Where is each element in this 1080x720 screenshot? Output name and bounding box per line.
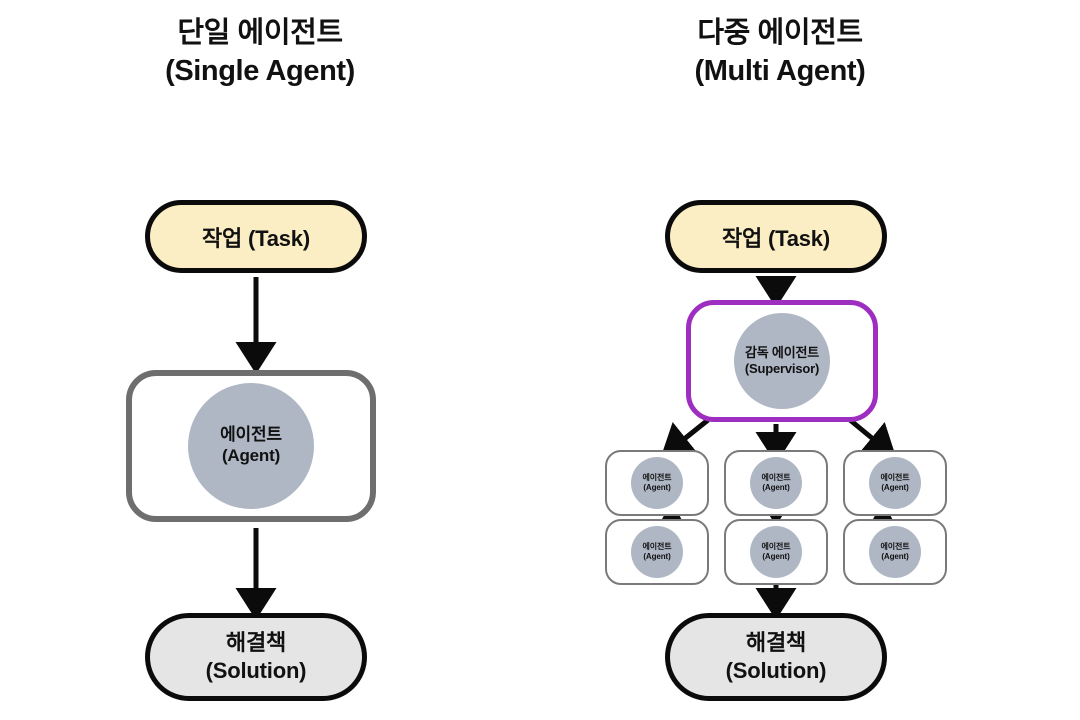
right-column-title: 다중 에이전트 (Multi Agent) bbox=[694, 17, 866, 88]
left-solution-node[interactable]: 해결책 (Solution) bbox=[145, 613, 367, 701]
worker-circle-r2c2[interactable]: 에이전트 (Agent) bbox=[750, 526, 802, 578]
left-column-title: 단일 에이전트 (Single Agent) bbox=[165, 17, 355, 88]
worker-agent-r2c2[interactable]: 에이전트 (Agent) bbox=[724, 519, 828, 585]
worker-circle-r1c1[interactable]: 에이전트 (Agent) bbox=[631, 457, 683, 509]
worker-circle-r1c3[interactable]: 에이전트 (Agent) bbox=[869, 457, 921, 509]
worker-circle-r1c2[interactable]: 에이전트 (Agent) bbox=[750, 457, 802, 509]
right-task-node[interactable]: 작업 (Task) bbox=[665, 200, 887, 273]
worker-label-en: (Agent) bbox=[881, 552, 909, 561]
worker-agent-r1c3[interactable]: 에이전트 (Agent) bbox=[843, 450, 947, 516]
worker-agent-r1c2[interactable]: 에이전트 (Agent) bbox=[724, 450, 828, 516]
worker-label-ko: 에이전트 bbox=[880, 541, 910, 551]
worker-label-en: (Agent) bbox=[762, 552, 790, 561]
single-agent-label-en: (Agent) bbox=[221, 446, 281, 465]
left-task-label: 작업 (Task) bbox=[202, 225, 310, 251]
supervisor-label-en: (Supervisor) bbox=[744, 361, 820, 376]
worker-agent-r1c1[interactable]: 에이전트 (Agent) bbox=[605, 450, 709, 516]
single-agent-label-ko: 에이전트 bbox=[220, 425, 282, 445]
single-agent-circle[interactable]: 에이전트 (Agent) bbox=[188, 383, 314, 509]
worker-label-ko: 에이전트 bbox=[761, 472, 791, 482]
arrow-supervisor-to-worker-r1c1 bbox=[660, 418, 710, 458]
right-solution-node[interactable]: 해결책 (Solution) bbox=[665, 613, 887, 701]
worker-label-en: (Agent) bbox=[762, 483, 790, 492]
worker-agent-r2c1[interactable]: 에이전트 (Agent) bbox=[605, 519, 709, 585]
worker-label-ko: 에이전트 bbox=[880, 472, 910, 482]
left-solution-label: 해결책 (Solution) bbox=[205, 629, 307, 683]
worker-label-ko: 에이전트 bbox=[642, 472, 672, 482]
supervisor-circle[interactable]: 감독 에이전트 (Supervisor) bbox=[734, 313, 830, 409]
worker-circle-r2c3[interactable]: 에이전트 (Agent) bbox=[869, 526, 921, 578]
supervisor-label-ko: 감독 에이전트 bbox=[745, 345, 819, 361]
worker-circle-r2c1[interactable]: 에이전트 (Agent) bbox=[631, 526, 683, 578]
left-task-node[interactable]: 작업 (Task) bbox=[145, 200, 367, 273]
worker-label-en: (Agent) bbox=[643, 552, 671, 561]
right-task-label: 작업 (Task) bbox=[722, 225, 830, 251]
worker-label-ko: 에이전트 bbox=[642, 541, 672, 551]
single-agent-container[interactable]: 에이전트 (Agent) bbox=[126, 370, 376, 522]
worker-label-en: (Agent) bbox=[643, 483, 671, 492]
supervisor-container[interactable]: 감독 에이전트 (Supervisor) bbox=[686, 300, 878, 422]
arrow-supervisor-to-worker-r1c3 bbox=[848, 418, 897, 459]
worker-label-en: (Agent) bbox=[881, 483, 909, 492]
right-solution-label: 해결책 (Solution) bbox=[725, 629, 827, 683]
worker-label-ko: 에이전트 bbox=[761, 541, 791, 551]
worker-agent-r2c3[interactable]: 에이전트 (Agent) bbox=[843, 519, 947, 585]
